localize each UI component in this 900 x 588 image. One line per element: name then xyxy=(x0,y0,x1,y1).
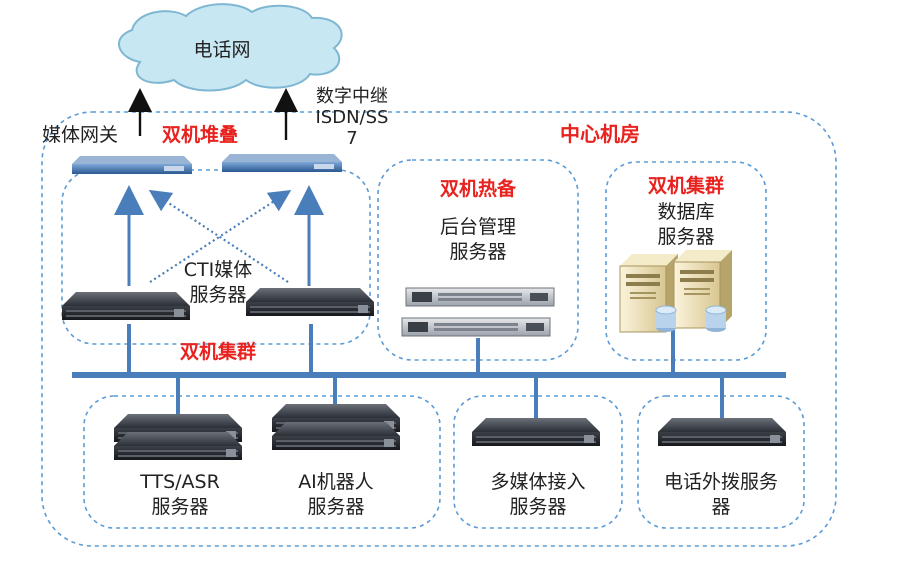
tts-label-line1: TTS/ASR xyxy=(140,471,220,493)
db-tag: 双机集群 xyxy=(647,175,724,197)
gateway-label: 媒体网关 xyxy=(42,124,119,146)
phone-network-cloud xyxy=(118,3,343,92)
backend-label-line1: 后台管理 xyxy=(439,216,516,238)
backend-server-2 xyxy=(401,317,551,337)
network-bus xyxy=(72,372,786,378)
trunk-label-line2: ISDN/SS xyxy=(315,107,389,128)
trunk-label: 数字中继 ISDN/SS 7 xyxy=(302,86,402,149)
outbound-label-line2: 器 xyxy=(711,496,731,518)
ai-label-line2: 服务器 xyxy=(307,496,365,518)
backend-label: 后台管理 服务器 xyxy=(418,215,538,265)
media-gateway-left xyxy=(72,156,192,174)
db-label: 数据库 服务器 xyxy=(626,200,746,250)
ai-label-line1: AI机器人 xyxy=(298,471,374,493)
cloud-label: 电话网 xyxy=(193,39,251,61)
cti-uplink-arrows xyxy=(114,185,324,286)
tts-ai-group-frame xyxy=(83,395,441,529)
cti-label-line2: 服务器 xyxy=(189,284,247,306)
tts-label-line2: 服务器 xyxy=(151,496,209,518)
media-gateway-right xyxy=(222,154,342,172)
cti-cluster-tag: 双机集群 xyxy=(179,341,256,363)
ai-robot-server-stack xyxy=(272,404,400,450)
media-label-line2: 服务器 xyxy=(509,496,567,518)
db-group-frame xyxy=(605,161,767,361)
outbound-label-line1: 电话外拨服务 xyxy=(663,471,778,493)
cti-cross-arrows xyxy=(148,189,292,283)
db-label-line2: 服务器 xyxy=(657,226,715,248)
center-room-title: 中心机房 xyxy=(560,122,640,146)
outbound-group-frame xyxy=(637,395,805,529)
cti-label-line1: CTI媒体 xyxy=(183,259,253,281)
tts-asr-server-stack xyxy=(114,414,242,460)
stack-title: 双机堆叠 xyxy=(161,124,238,146)
outbound-server xyxy=(658,418,786,446)
backend-group-frame xyxy=(377,159,579,361)
media-label-line1: 多媒体接入 xyxy=(490,471,586,493)
media-label: 多媒体接入 服务器 xyxy=(466,470,610,520)
ai-label: AI机器人 服务器 xyxy=(266,470,406,520)
bus-connectors xyxy=(127,324,724,426)
db-storage-2 xyxy=(705,305,727,333)
db-label-line1: 数据库 xyxy=(657,201,715,223)
pstn-uplink-arrows xyxy=(128,88,298,140)
backend-tag: 双机热备 xyxy=(439,178,516,200)
backend-server-1 xyxy=(405,287,555,307)
center-room-frame xyxy=(41,111,837,547)
cti-group-frame xyxy=(61,169,371,345)
backend-label-line2: 服务器 xyxy=(449,241,507,263)
multimedia-server xyxy=(472,418,600,446)
trunk-label-line1: 数字中继 xyxy=(316,86,388,107)
cti-server-label: CTI媒体 服务器 xyxy=(168,258,268,308)
db-storage-1 xyxy=(655,305,677,333)
trunk-label-line3: 7 xyxy=(346,128,358,149)
outbound-label: 电话外拨服务 器 xyxy=(640,470,802,520)
tts-label: TTS/ASR 服务器 xyxy=(110,470,250,520)
